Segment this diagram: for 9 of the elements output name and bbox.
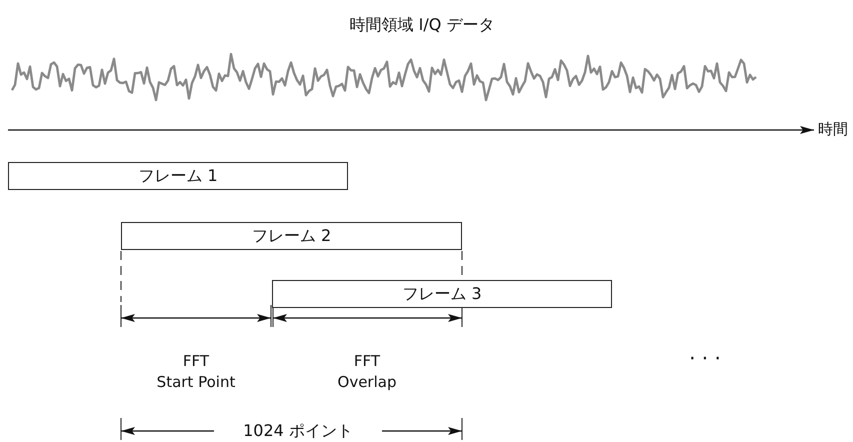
dimension-label: FFT Overlap — [336, 351, 398, 393]
frame-box: フレーム 2 — [121, 222, 462, 250]
frame-box: フレーム 1 — [8, 162, 348, 190]
ellipsis: · · · — [688, 348, 722, 369]
dimension-label: FFT Start Point — [156, 351, 236, 393]
axis-label: 時間 — [818, 119, 848, 140]
title: 時間領域 I/Q データ — [348, 14, 496, 35]
dimension-label: 1024 ポイント — [242, 420, 354, 441]
frame-box: フレーム 3 — [272, 280, 612, 308]
